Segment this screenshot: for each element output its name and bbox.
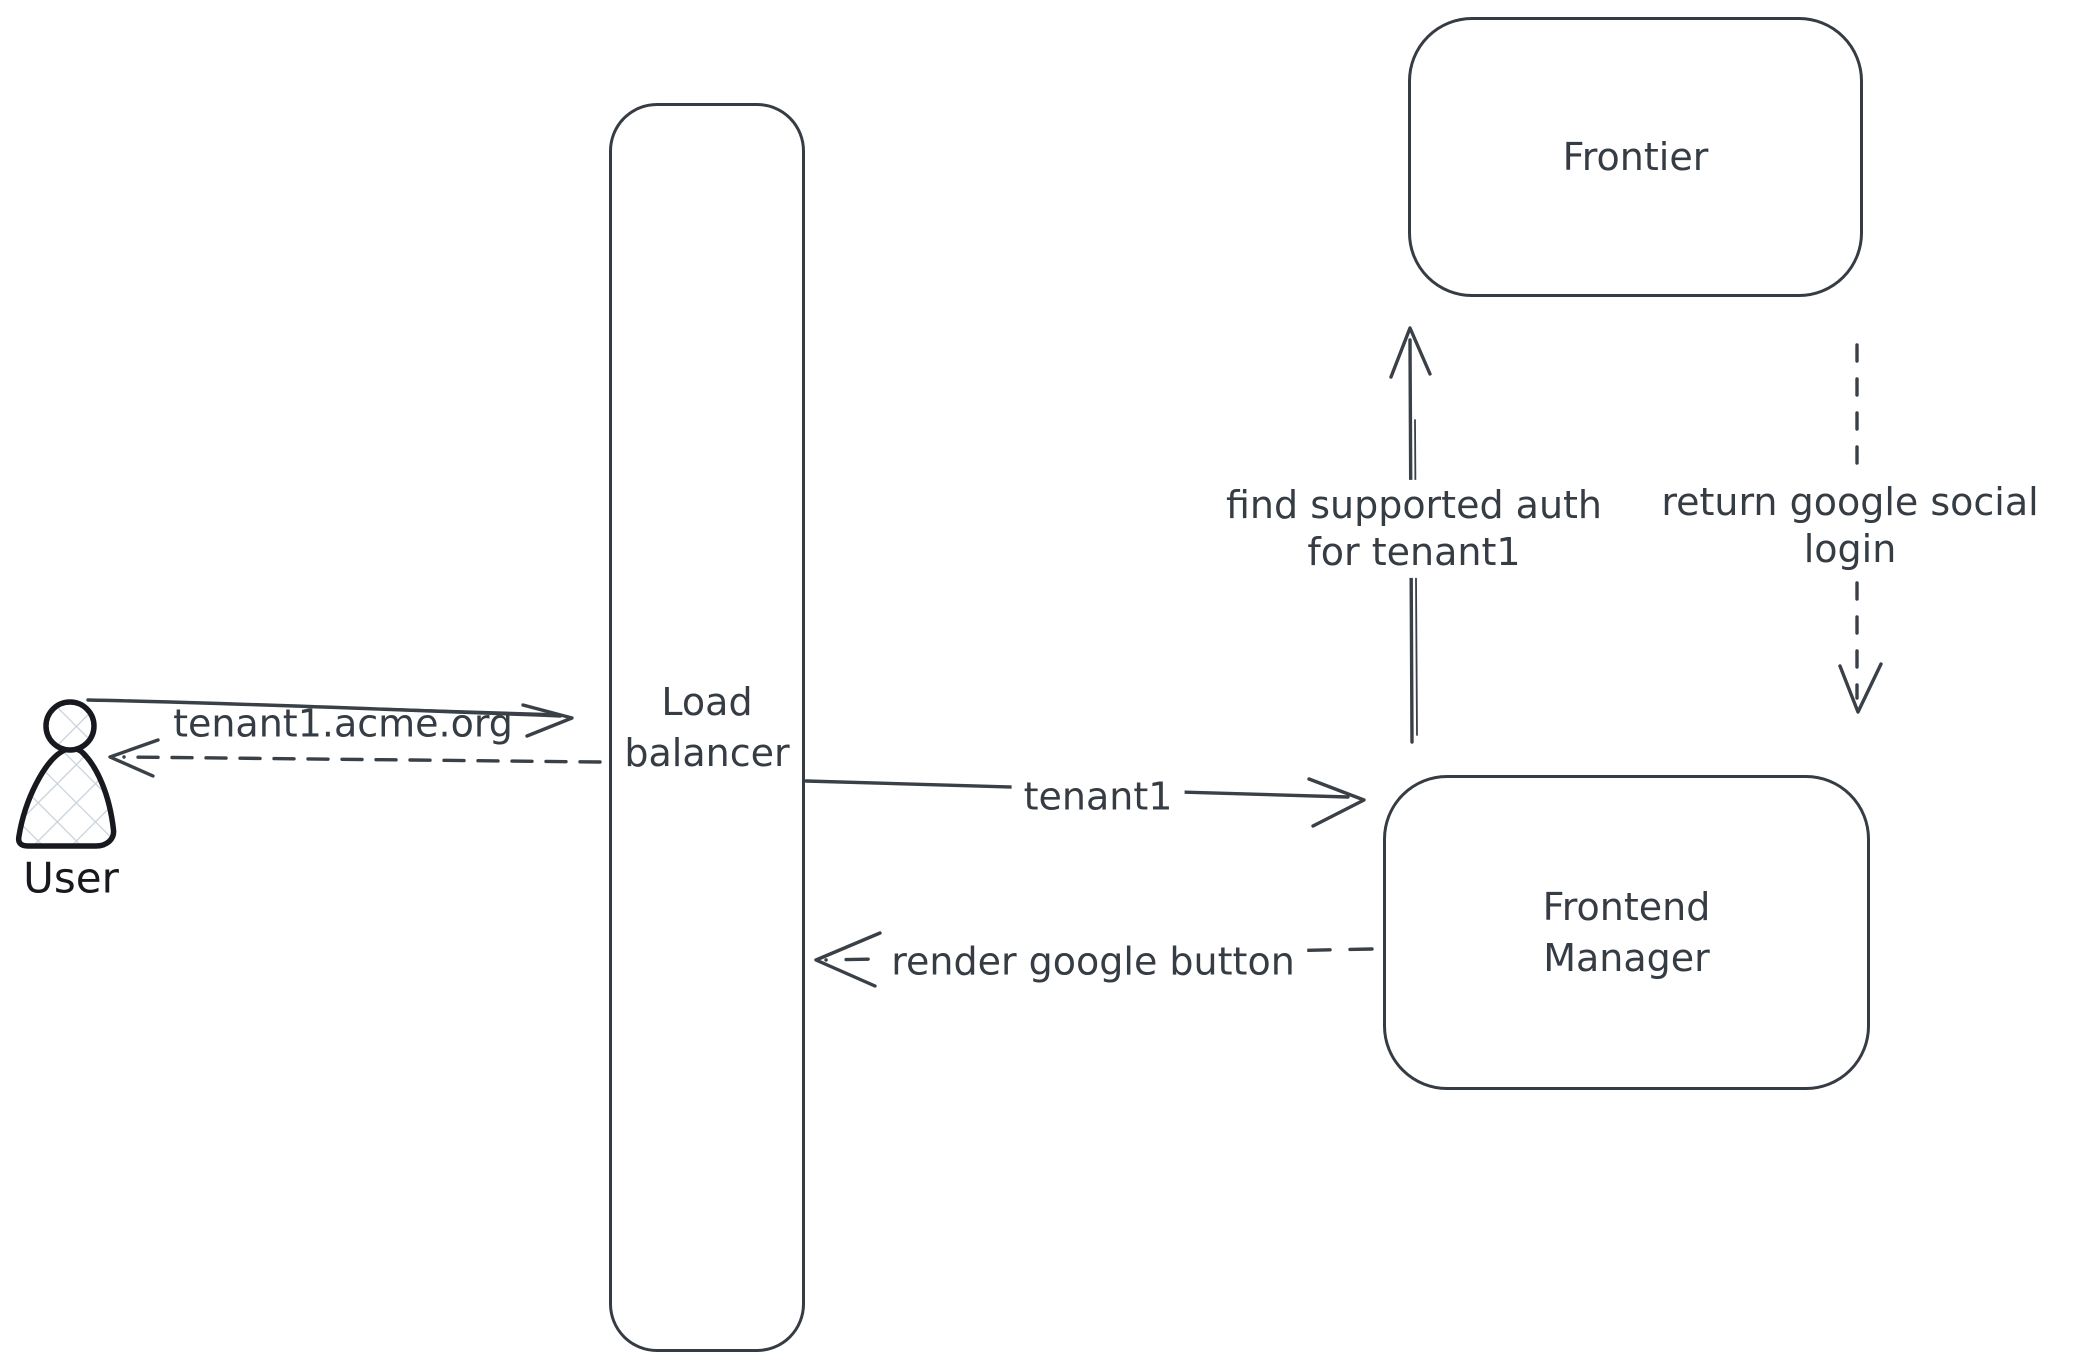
edge-label-return-login: return google social login (1649, 476, 2051, 576)
arrow-response (108, 738, 602, 778)
node-load-balancer-label-line2: balancer (624, 730, 790, 775)
node-frontend-manager: Frontend Manager (1383, 775, 1870, 1090)
node-frontend-manager-label: Frontend Manager (1543, 882, 1711, 982)
edge-label-find-auth-line1: find supported auth (1225, 482, 1603, 527)
edge-label-return-login-line1: return google social (1661, 479, 2039, 524)
node-frontier: Frontier (1408, 17, 1863, 297)
user-person-icon (15, 699, 117, 849)
arrow-request-line-sketch (329, 706, 557, 715)
arrow-find-auth-head (1389, 326, 1432, 379)
edge-label-request: tenant1.acme.org (173, 701, 513, 746)
arrow-request-head (521, 703, 574, 738)
edge-label-find-auth-line2: for tenant1 (1307, 530, 1521, 574)
arrow-return-login-head (1838, 662, 1883, 714)
node-load-balancer: Load balancer (609, 103, 805, 1352)
node-frontier-label: Frontier (1562, 134, 1709, 179)
arrow-response-line (122, 755, 602, 764)
edge-label-route-tenant1: tenant1 (1011, 771, 1185, 823)
user-head (43, 699, 97, 753)
arrow-request (86, 698, 574, 738)
actor-user-label: User (23, 853, 119, 903)
user-body (15, 745, 117, 849)
node-frontend-manager-label-line2: Manager (1543, 935, 1710, 980)
node-load-balancer-label: Load balancer (624, 677, 789, 777)
edge-label-return-login-line2: login (1803, 527, 1897, 571)
node-frontend-manager-label-line1: Frontend (1542, 885, 1711, 930)
arrow-route-tenant1-head (1307, 777, 1366, 828)
arrow-render-button-head (814, 931, 882, 988)
edge-label-render-button: render google button (879, 936, 1307, 988)
node-load-balancer-label-line1: Load (661, 680, 753, 725)
edge-label-find-auth: find supported auth for tenant1 (1213, 479, 1615, 579)
arrow-response-head (108, 738, 160, 778)
